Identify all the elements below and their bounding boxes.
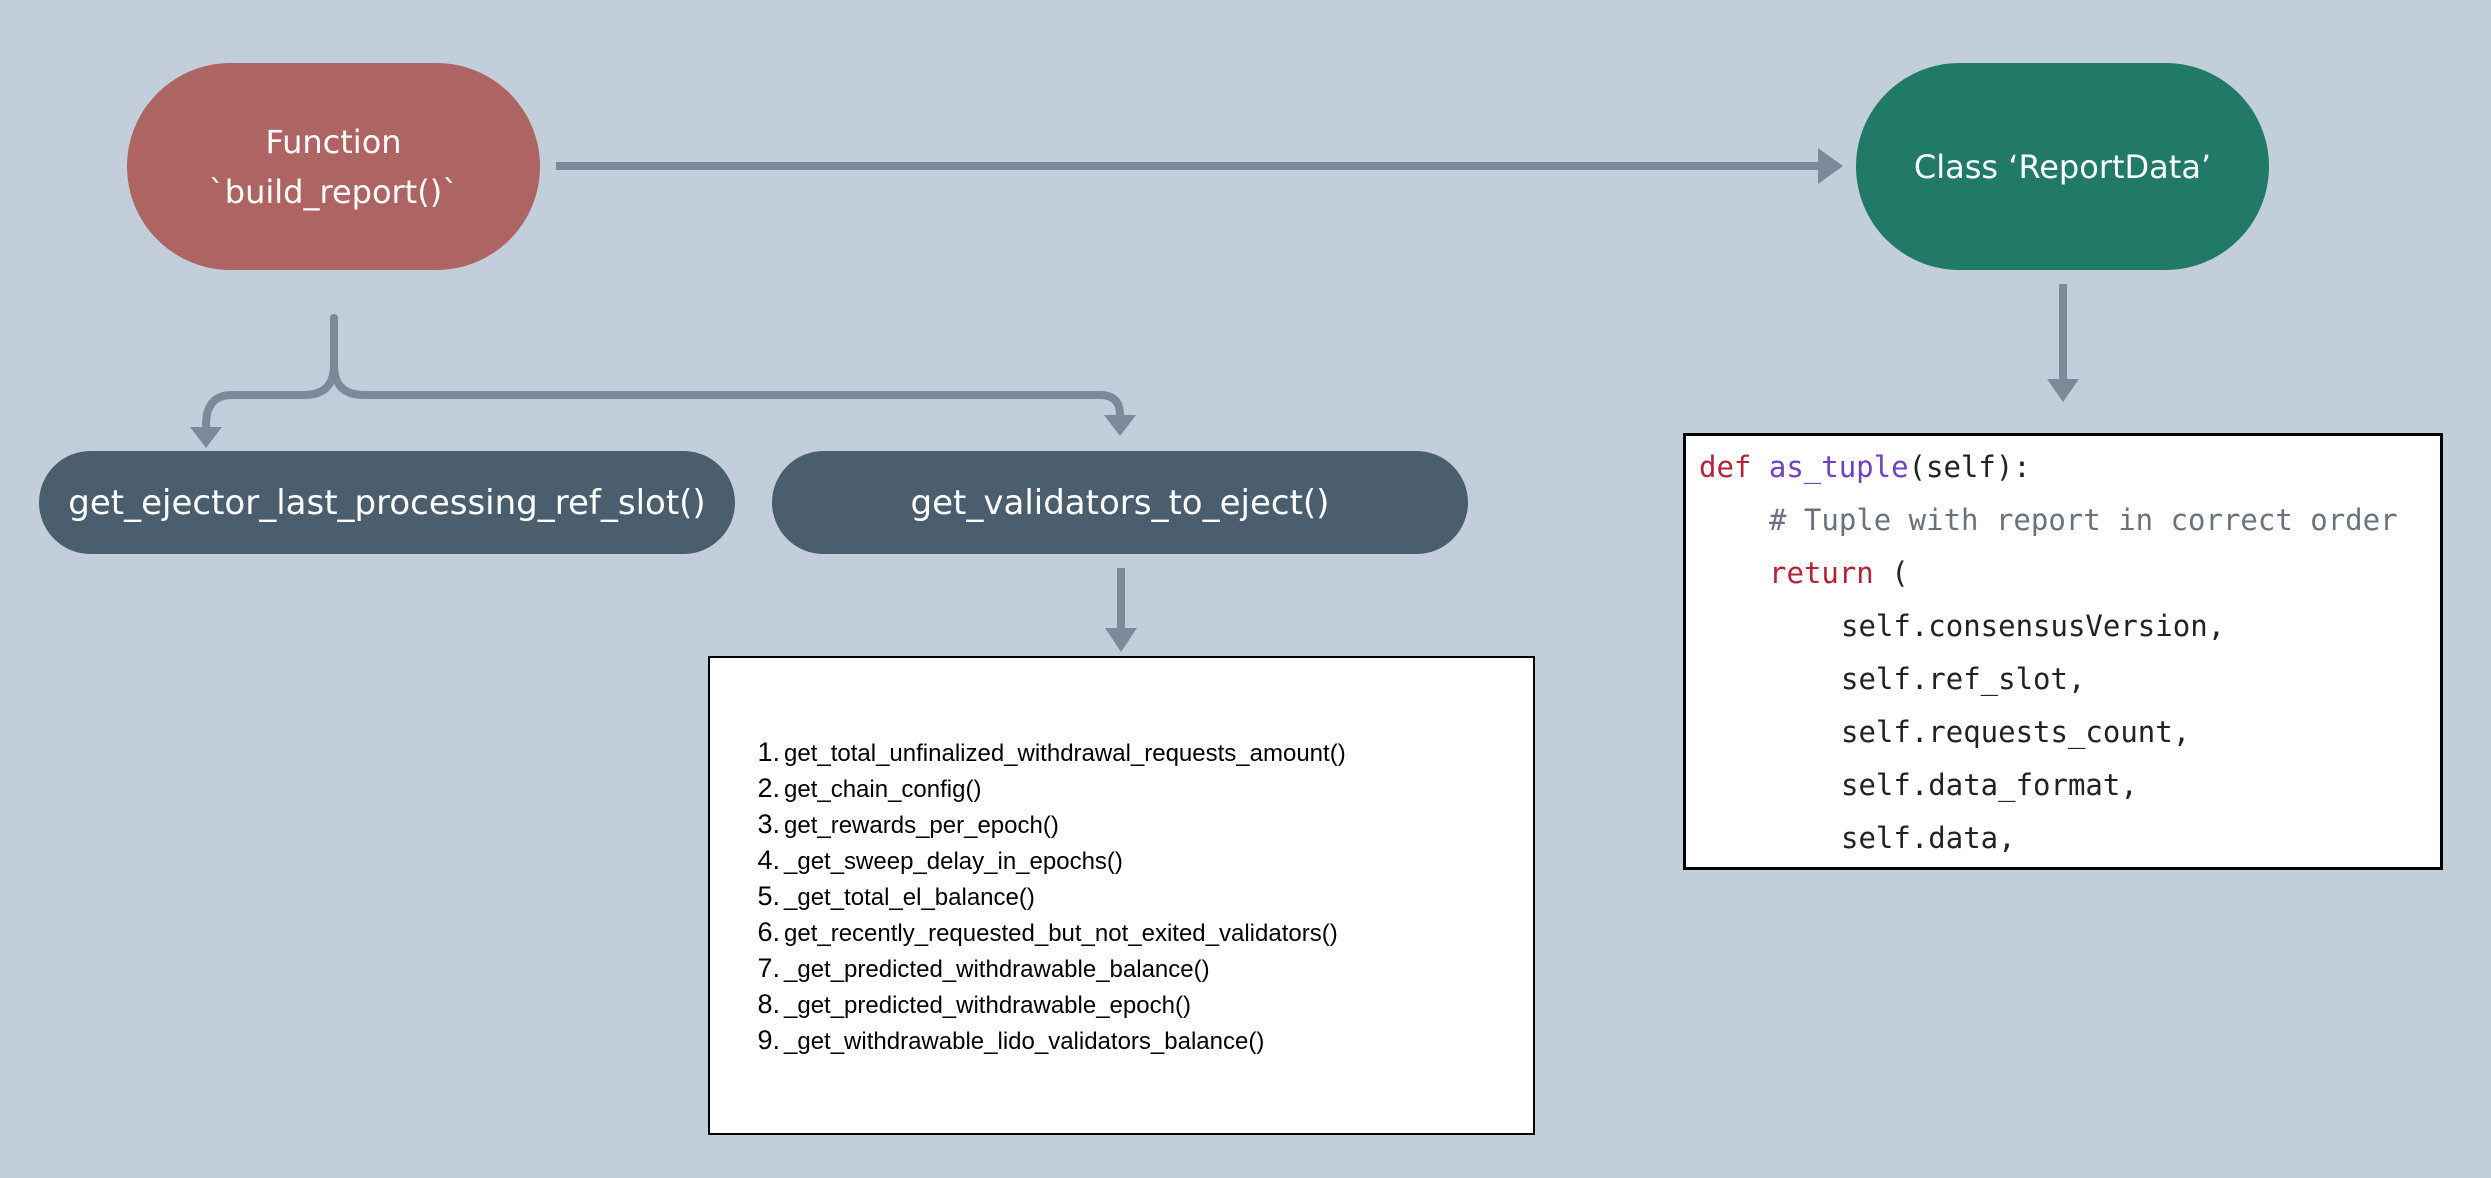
validators-to-eject-label: get_validators_to_eject() [910, 482, 1330, 523]
arrowhead-class [1818, 148, 1843, 184]
list-item: 1.get_total_unfinalized_withdrawal_reque… [757, 737, 1346, 767]
list-item: 9._get_withdrawable_lido_validators_bala… [757, 1025, 1265, 1055]
as-tuple-code-block: def as_tuple(self): # Tuple with report … [1683, 433, 2443, 870]
code-line-field: self.requests_count, [1841, 715, 2191, 749]
report-data-node: Class ‘ReportData’ [1856, 63, 2269, 270]
code-line-def: def as_tuple(self): [1699, 441, 2031, 494]
list-item: 5._get_total_el_balance() [757, 881, 1035, 911]
arrow-branch-brace [202, 314, 1124, 436]
code-line-field: self.data_format, [1841, 768, 2138, 802]
code-line-field: self.ref_slot, [1841, 662, 2086, 696]
ejector-ref-slot-label: get_ejector_last_processing_ref_slot() [68, 482, 706, 523]
list-item: 2.get_chain_config() [757, 773, 982, 803]
build-report-line2: `build_report()` [208, 172, 459, 211]
code-line-comment: # Tuple with report in correct order [1769, 494, 2398, 547]
build-report-line1: Function [265, 122, 402, 161]
code-line-field: self.consensusVersion, [1841, 609, 2226, 643]
arrowhead-validators [1104, 415, 1136, 436]
list-item: 8._get_predicted_withdrawable_epoch() [757, 989, 1191, 1019]
code-comment: # Tuple with report in correct order [1769, 503, 2398, 537]
arrowhead-ejector [190, 427, 222, 448]
code-return-open: ( [1873, 556, 1909, 590]
code-line-return: return ( [1769, 547, 1909, 600]
validators-to-eject-node: get_validators_to_eject() [772, 451, 1468, 554]
validators-steps-list: 1.get_total_unfinalized_withdrawal_reque… [710, 658, 1533, 1058]
validators-steps-list-box: 1.get_total_unfinalized_withdrawal_reque… [708, 656, 1535, 1135]
ejector-ref-slot-node: get_ejector_last_processing_ref_slot() [39, 451, 735, 554]
list-item: 7._get_predicted_withdrawable_balance() [757, 953, 1210, 983]
arrowhead-list [1105, 628, 1137, 652]
list-item: 4._get_sweep_delay_in_epochs() [757, 845, 1123, 875]
code-def-keyword: def [1699, 450, 1752, 484]
build-report-node: Function `build_report()` [127, 63, 540, 270]
code-return-keyword: return [1769, 556, 1874, 590]
code-function-name: as_tuple [1768, 450, 1909, 484]
code-line-field: self.data, [1841, 821, 2016, 855]
code-signature: (self): [1908, 450, 2031, 484]
list-item: 3.get_rewards_per_epoch() [757, 809, 1059, 839]
list-item: 6.get_recently_requested_but_not_exited_… [757, 917, 1338, 947]
arrowhead-code [2047, 379, 2079, 402]
report-data-label: Class ‘ReportData’ [1913, 147, 2212, 186]
